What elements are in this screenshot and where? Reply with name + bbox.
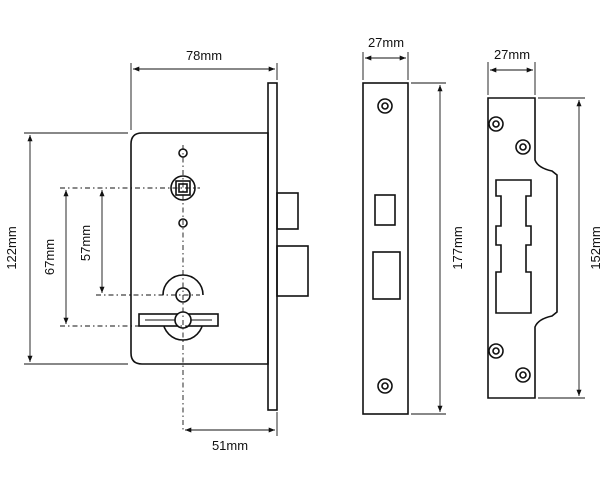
- dimension-label-centres-57: 57mm: [78, 225, 93, 261]
- lock-case: [130, 132, 269, 365]
- centre-lines: [60, 145, 200, 430]
- forend-screw-hole: [377, 98, 393, 114]
- forend: [362, 82, 409, 415]
- dimension-centres-57: 57mm: [78, 190, 105, 293]
- forend-deadbolt-opening: [372, 251, 401, 300]
- dimension-label-strike-height: 152mm: [588, 226, 603, 269]
- forend-screw-hole: [377, 378, 393, 394]
- turn-boss-lower: [162, 319, 204, 341]
- strike-plate: [487, 97, 558, 399]
- forend-plate: [362, 82, 409, 415]
- lock-forend-plate: [267, 82, 278, 411]
- dimension-label-backset: 51mm: [212, 438, 248, 453]
- dimension-strike-width: 27mm: [487, 47, 536, 95]
- lock-body: [130, 82, 309, 411]
- forend-latch-opening: [374, 194, 396, 226]
- strike-screw-hole: [515, 139, 531, 155]
- latch-bolt: [276, 192, 299, 230]
- dimension-label-strike-width: 27mm: [494, 47, 530, 62]
- dimension-backset: 51mm: [185, 412, 278, 453]
- case-fixing-hole: [178, 218, 188, 228]
- dimension-centres-67: 67mm: [42, 190, 69, 324]
- dimension-label-centres-67: 67mm: [42, 239, 57, 275]
- dimension-label-forend-height: 177mm: [450, 226, 465, 269]
- dimension-label-case-width: 78mm: [186, 48, 222, 63]
- strike-opening: [495, 179, 532, 314]
- dimension-label-forend-width: 27mm: [368, 35, 404, 50]
- dimension-case-height: 122mm: [4, 132, 128, 365]
- dimension-label-case-height: 122mm: [4, 226, 19, 269]
- strike-plate-outline: [487, 97, 558, 399]
- dimension-forend-height: 177mm: [411, 82, 465, 415]
- strike-screw-hole: [488, 116, 504, 132]
- dimension-strike-height: 152mm: [538, 97, 603, 399]
- dead-bolt: [276, 245, 309, 297]
- turn-boss: [162, 274, 204, 296]
- dimension-forend-width: 27mm: [362, 35, 409, 80]
- strike-screw-hole: [488, 343, 504, 359]
- strike-screw-hole: [515, 367, 531, 383]
- dimension-case-width: 78mm: [130, 48, 278, 130]
